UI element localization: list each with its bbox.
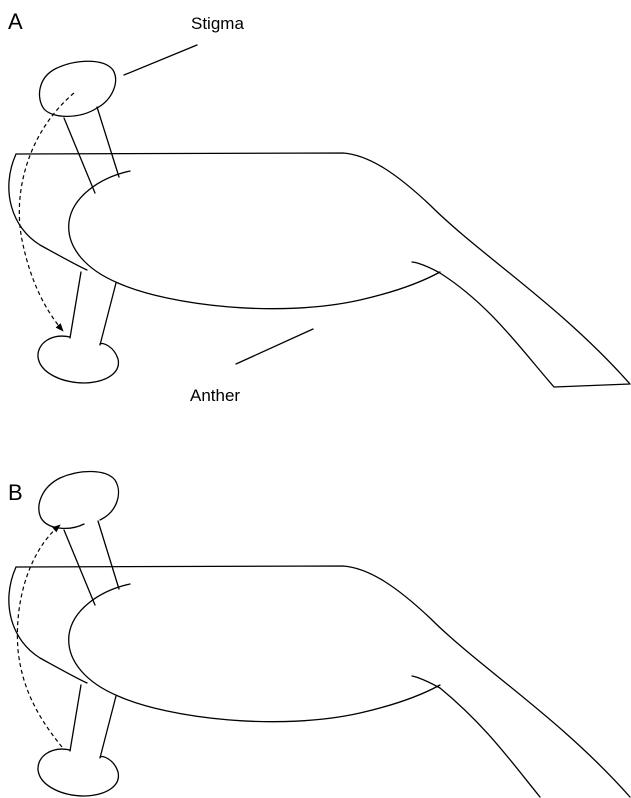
stigma-head-lower-b (38, 749, 118, 796)
style-upper-left-b (64, 530, 95, 605)
anther-leader-line (236, 329, 313, 364)
style-lower-left-b (70, 685, 81, 751)
style-upper-right-b (98, 521, 119, 589)
style-lower-left (70, 272, 81, 338)
panel-b: B (8, 471, 630, 797)
style-lower-right-b (100, 696, 116, 758)
flower-body-back (16, 153, 630, 387)
movement-arrow-down (19, 93, 74, 331)
style-upper-right (97, 107, 119, 177)
panel-a-label: A (8, 9, 23, 34)
stigma-head-upper-b (39, 471, 119, 528)
anther-keel-b (69, 584, 440, 722)
stigma-head-upper (39, 61, 115, 116)
stigma-label: Stigma (191, 14, 244, 33)
flower-body-back-b (16, 566, 630, 797)
panel-a: A Stigma Anther (8, 9, 630, 405)
stigma-head-lower (38, 336, 118, 383)
anther-keel (69, 171, 440, 309)
stigma-leader-line (124, 45, 197, 75)
panel-b-label: B (8, 480, 23, 505)
style-lower-right (100, 283, 116, 345)
movement-arrow-up (17, 525, 62, 747)
anther-label: Anther (190, 386, 240, 405)
flower-petal-left-fold (9, 154, 87, 270)
style-upper-left (64, 118, 95, 193)
